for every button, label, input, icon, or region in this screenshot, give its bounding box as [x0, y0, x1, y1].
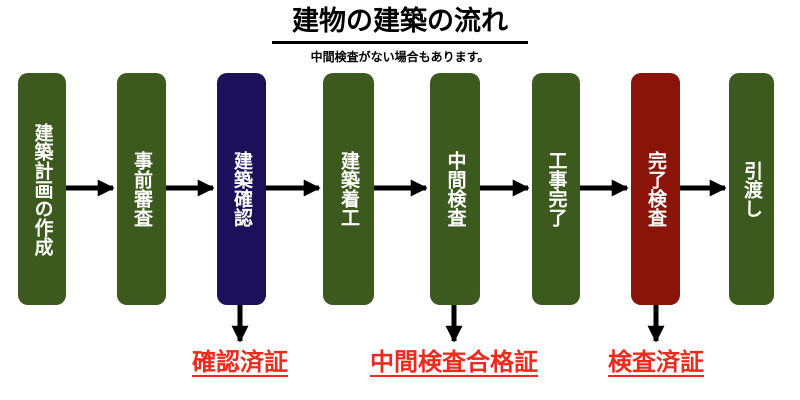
- diagram-subtitle: 中間検査がない場合もあります。: [310, 50, 490, 64]
- certificate-interim-inspection-pass: 中間検査合格証: [370, 348, 538, 376]
- title-underline: [272, 41, 528, 44]
- step-preliminary-review: 事前審査: [117, 73, 166, 305]
- step-label: 建築着工: [338, 151, 360, 227]
- step-building-confirmation: 建築確認: [217, 73, 266, 305]
- step-construction-start: 建築着工: [323, 73, 374, 305]
- step-label: 工事完了: [545, 151, 568, 227]
- step-label: 引渡し: [741, 160, 763, 218]
- step-construction-completion: 工事完了: [532, 73, 580, 305]
- step-handover: 引渡し: [729, 73, 774, 305]
- certificate-inspection-completion: 検査済証: [608, 348, 704, 376]
- step-label: 完了検査: [645, 151, 667, 227]
- step-architectural-planning: 建築計画の作成: [18, 73, 66, 305]
- step-label: 事前審査: [131, 151, 153, 227]
- step-label: 建築計画の作成: [31, 122, 54, 256]
- step-label: 建築確認: [231, 151, 253, 227]
- diagram-title: 建物の建築の流れ: [292, 6, 508, 37]
- step-label: 中間検査: [444, 151, 467, 227]
- step-completion-inspection: 完了検査: [631, 73, 680, 305]
- step-interim-inspection: 中間検査: [430, 73, 480, 305]
- certificate-confirmation: 確認済証: [192, 348, 288, 376]
